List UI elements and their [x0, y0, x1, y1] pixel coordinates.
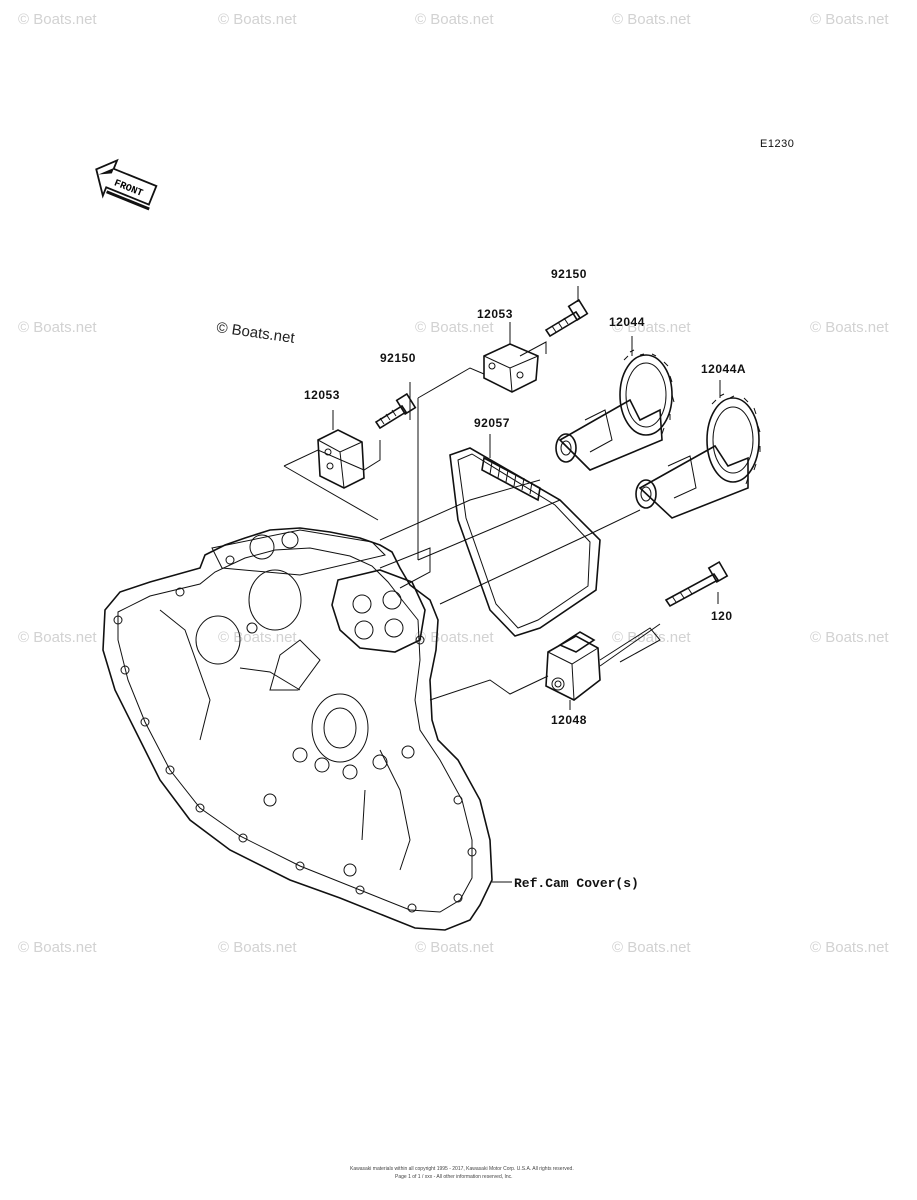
watermark: © Boats.net — [612, 629, 691, 646]
reference-label: Ref.Cam Cover(s) — [514, 876, 639, 891]
watermark: © Boats.net — [415, 11, 494, 28]
watermark: © Boats.net — [810, 629, 889, 646]
watermark: © Boats.net — [18, 629, 97, 646]
watermark-grid: © Boats.net © Boats.net © Boats.net © Bo… — [18, 11, 889, 956]
part-label: 12048 — [551, 713, 587, 727]
chain-tensioner — [545, 631, 601, 701]
watermark: © Boats.net — [810, 319, 889, 336]
watermark: © Boats.net — [415, 319, 494, 336]
watermark: © Boats.net — [218, 11, 297, 28]
leader-lines — [283, 286, 721, 883]
part-label: 12053 — [304, 388, 340, 402]
watermark: © Boats.net — [612, 939, 691, 956]
watermark: © Boats.net — [612, 11, 691, 28]
part-label: 12044A — [701, 362, 746, 376]
part-label: 12053 — [477, 307, 513, 321]
bolt-120 — [664, 560, 729, 608]
part-label: 120 — [711, 609, 733, 623]
watermark: © Boats.net — [415, 939, 494, 956]
watermark: © Boats.net — [18, 319, 97, 336]
watermark: © Boats.net — [415, 629, 494, 646]
watermark: © Boats.net — [810, 11, 889, 28]
cam-chain — [449, 447, 601, 637]
watermark: © Boats.net — [18, 939, 97, 956]
part-label: 92150 — [551, 267, 587, 281]
brand-mark: © Boats.net — [215, 319, 296, 347]
watermark: © Boats.net — [810, 939, 889, 956]
perimeter-bolt-holes — [113, 555, 477, 913]
watermark: © Boats.net — [218, 629, 297, 646]
part-label: 92150 — [380, 351, 416, 365]
part-labels: 92150 12053 12044 12044A 92150 12053 920… — [304, 267, 746, 891]
footer-copyright-2: Page 1 of 1 / xxx - All other informatio… — [395, 1174, 513, 1180]
watermark: © Boats.net — [18, 11, 97, 28]
camshaft-12044 — [555, 349, 675, 471]
diagram-code: E1230 — [760, 138, 794, 150]
watermark: © Boats.net — [218, 939, 297, 956]
watermark: © Boats.net — [612, 319, 691, 336]
bolt-top — [544, 298, 589, 338]
part-label: 12044 — [609, 315, 645, 329]
footer-copyright: Kawasaki materials within all copyright … — [350, 1166, 574, 1172]
crankcase — [102, 527, 493, 931]
chain-guide-left — [317, 429, 365, 489]
camshaft-12044a — [635, 393, 761, 519]
part-label: 92057 — [474, 416, 510, 430]
bolt-left — [374, 392, 417, 430]
front-arrow-icon: FRONT — [95, 158, 158, 211]
